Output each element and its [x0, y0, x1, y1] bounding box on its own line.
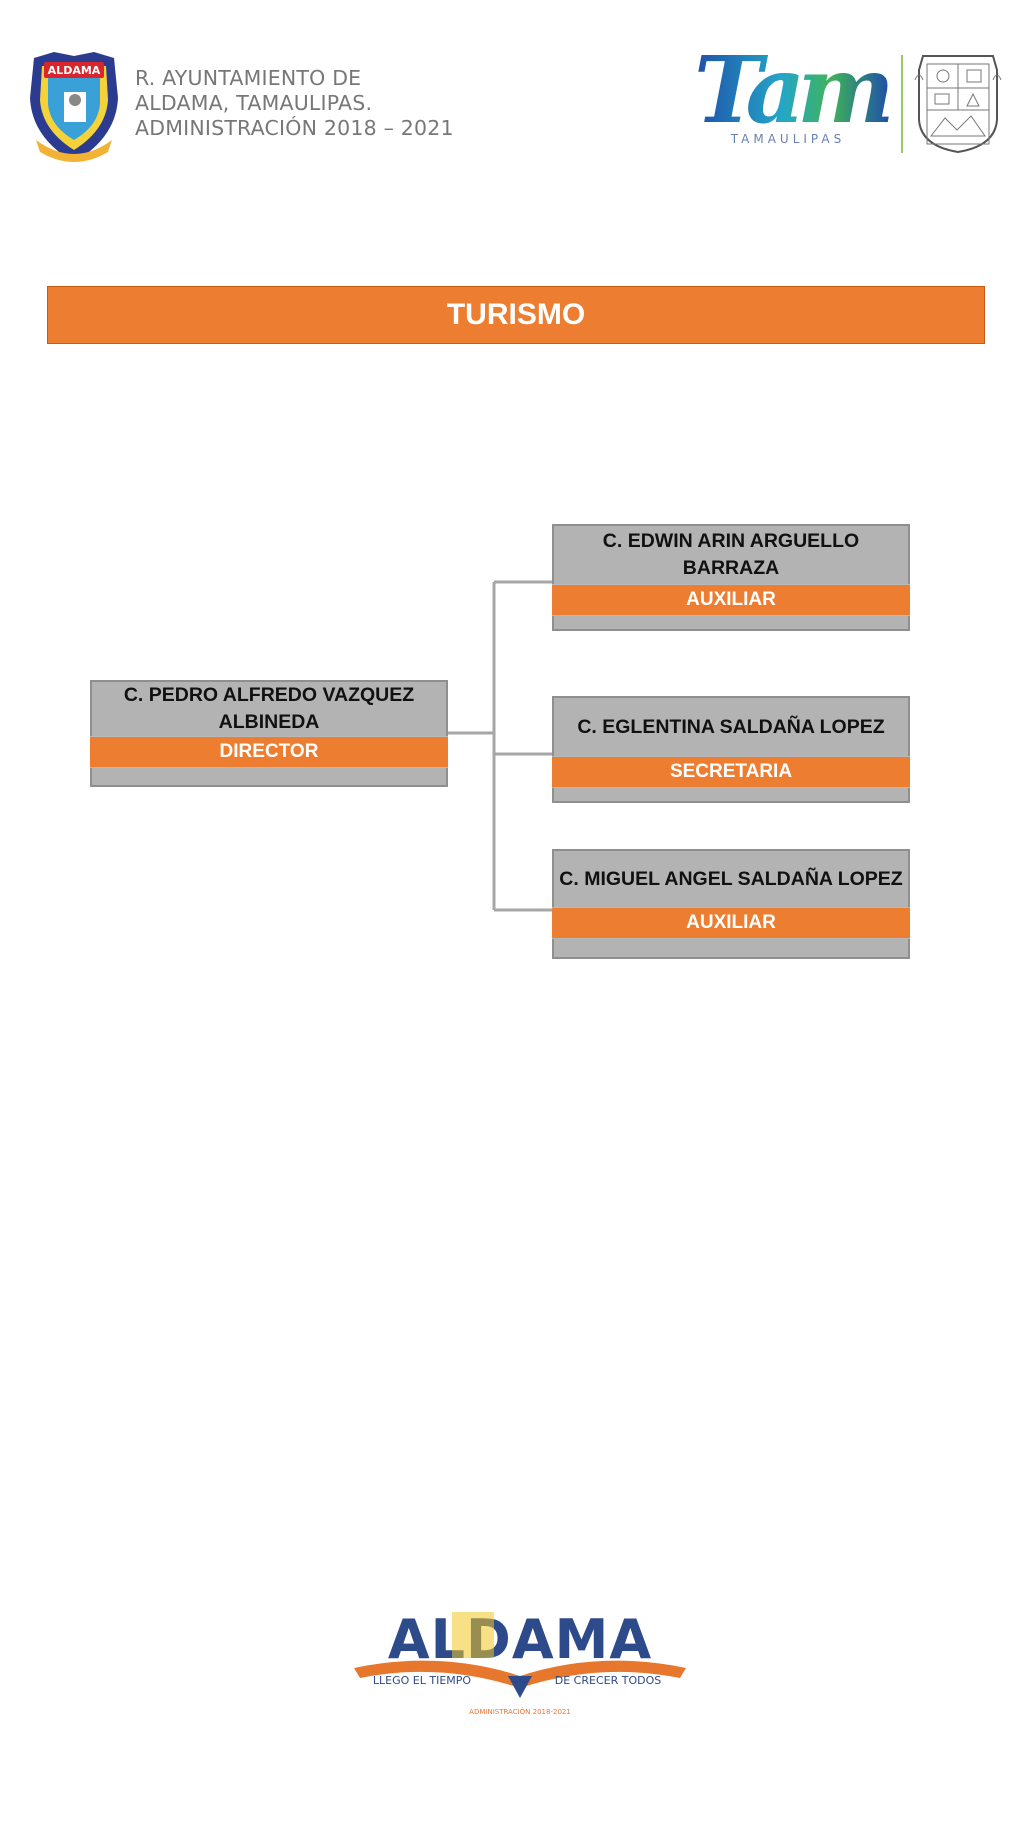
muni-logo-text: ALDAMA: [48, 64, 101, 77]
footer-logo-word: ALDAMA: [388, 1608, 652, 1671]
org-node-director: C. PEDRO ALFREDO VAZQUEZ ALBINEDA DIRECT…: [90, 680, 448, 787]
footer-admin-text: ADMINISTRACIÓN 2018-2021: [469, 1707, 571, 1716]
org-node-child-3: C. MIGUEL ANGEL SALDAÑA LOPEZ AUXILIAR: [552, 849, 910, 959]
node-name: C. EDWIN ARIN ARGUELLO BARRAZA: [602, 530, 860, 579]
header-divider: [901, 55, 903, 153]
municipality-shield-logo: ALDAMA: [26, 48, 122, 166]
tamaulipas-brand-logo: Tam TAMAULIPAS: [688, 36, 903, 150]
municipality-name-text: R. AYUNTAMIENTO DE ALDAMA, TAMAULIPAS. A…: [135, 66, 465, 141]
aldama-footer-logo: ALDAMA LLEGO EL TIEMPO DE CRECER TODOS A…: [340, 1598, 700, 1728]
node-role: SECRETARIA: [552, 756, 910, 788]
section-title: TURISMO: [446, 298, 586, 331]
node-name: C. MIGUEL ANGEL SALDAÑA LOPEZ: [559, 867, 903, 890]
node-role: AUXILIAR: [552, 907, 910, 939]
footer-slogan-left: LLEGO EL TIEMPO: [373, 1674, 471, 1687]
org-node-child-1: C. EDWIN ARIN ARGUELLO BARRAZA AUXILIAR: [552, 524, 910, 631]
footer-slogan-right: DE CRECER TODOS: [555, 1674, 661, 1687]
municipality-line-3: ADMINISTRACIÓN 2018 – 2021: [135, 116, 454, 140]
tam-logo-subtext: TAMAULIPAS: [730, 132, 845, 146]
municipality-line-2: ALDAMA, TAMAULIPAS.: [135, 91, 373, 115]
tam-logo-text: Tam: [694, 40, 889, 144]
footer-logo-text: ALDAMA: [388, 1608, 652, 1671]
node-role: AUXILIAR: [552, 584, 910, 616]
node-name: C. EGLENTINA SALDAÑA LOPEZ: [577, 715, 885, 738]
state-coat-of-arms-icon: [913, 50, 1003, 156]
section-title-banner: TURISMO: [47, 286, 985, 344]
municipality-line-1: R. AYUNTAMIENTO DE: [135, 66, 362, 90]
node-role: DIRECTOR: [90, 736, 448, 768]
org-node-child-2: C. EGLENTINA SALDAÑA LOPEZ SECRETARIA: [552, 696, 910, 803]
node-name: C. PEDRO ALFREDO VAZQUEZ ALBINEDA: [123, 684, 415, 733]
